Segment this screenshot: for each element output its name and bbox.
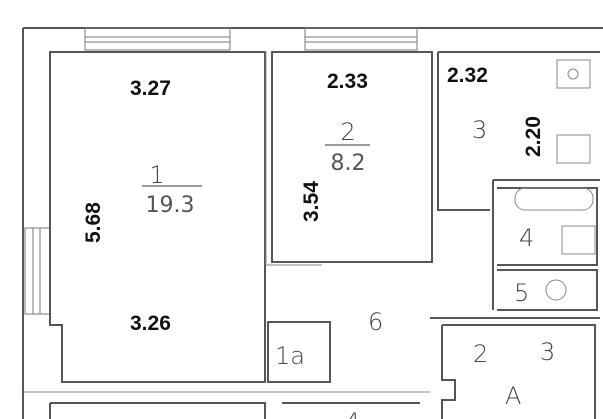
room-3-width-top: 2.32	[447, 64, 488, 87]
room-2-area: 8.2	[331, 151, 366, 176]
room-4-number: 4	[519, 224, 534, 252]
room-5-number: 5	[514, 279, 529, 307]
section-a-label: A	[505, 382, 521, 410]
room-3-wall	[437, 51, 600, 211]
outer-wall	[22, 27, 603, 419]
room-3-number: 3	[472, 116, 487, 144]
room-6-number: 6	[368, 308, 383, 336]
section-a-wall	[430, 317, 600, 419]
room-1-number: 1	[149, 161, 164, 189]
section-a-right: 3	[540, 338, 555, 366]
window-room-1	[84, 27, 231, 51]
bottom-room-wall	[49, 402, 420, 419]
room-2-number: 2	[340, 118, 355, 146]
room-1-wall	[49, 51, 266, 383]
section-a-left: 2	[473, 340, 488, 368]
room-1-width-top: 3.27	[130, 77, 171, 100]
room-3-length: 2.20	[522, 116, 545, 157]
room-3-fixture-icon	[556, 59, 591, 89]
room-2-length: 3.54	[300, 181, 323, 222]
bathtub-icon	[514, 187, 594, 211]
room-1-area: 19.3	[146, 193, 195, 218]
room-1-length: 5.68	[82, 202, 105, 243]
room-4-wall	[492, 179, 600, 311]
room-1-width-bottom: 3.26	[130, 312, 171, 335]
window-room-2	[304, 27, 418, 51]
bottom-room-number: 4	[345, 408, 360, 419]
window-left	[24, 227, 51, 315]
toilet-icon	[545, 279, 567, 301]
closet-1a-wall	[267, 321, 331, 383]
room-2-width-top: 2.33	[327, 70, 368, 93]
room-3-sink-icon	[556, 134, 591, 164]
sink-icon	[561, 225, 596, 255]
room-2-wall	[271, 51, 433, 263]
closet-1a-number: 1a	[275, 342, 305, 370]
